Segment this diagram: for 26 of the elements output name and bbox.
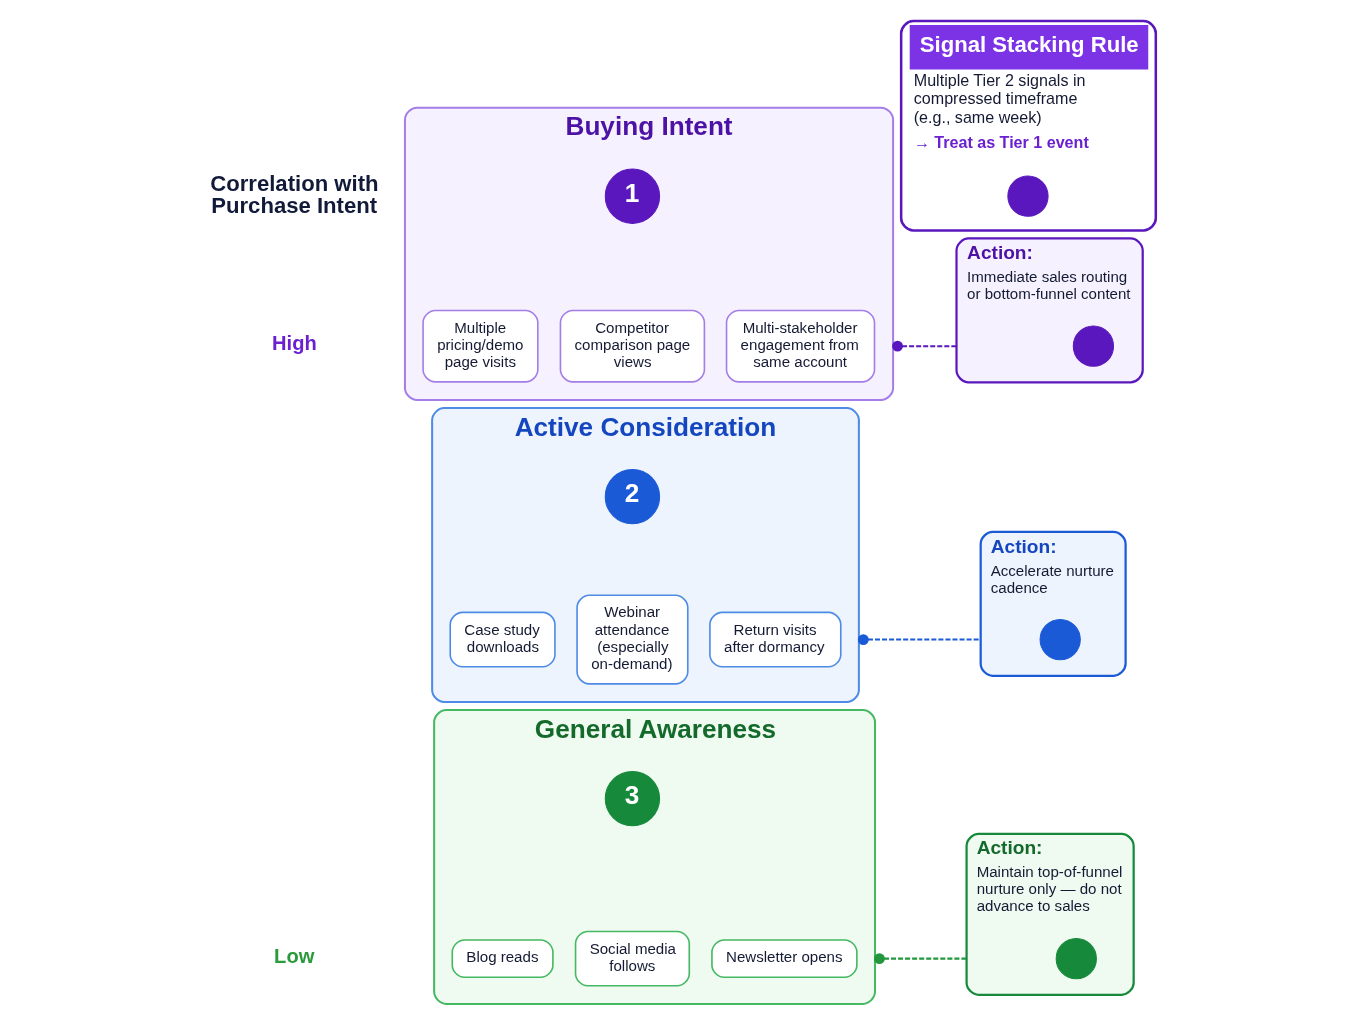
node-box: Multiple pricing/demo page visits	[421, 309, 539, 383]
node-box: Blog reads	[450, 938, 554, 978]
node-box: Return visits after dormancy	[708, 611, 842, 668]
node-box: Webinar attendance (especially on-demand)	[575, 593, 689, 685]
node-circle	[1055, 937, 1097, 979]
cluster: Action: Maintain top-of-funnel nurture only — do not advance to sales	[964, 832, 1135, 996]
node-circle	[1006, 175, 1049, 217]
cluster: Signal Stacking Rule Multiple Tier 2 signals in compressed timeframe (e.g., same week) → Treat as Tier 1 event	[899, 19, 1157, 232]
node-box: Social media follows	[574, 930, 690, 987]
node-circle	[1039, 618, 1081, 660]
label: Correlation with Purchase Intent	[209, 170, 379, 218]
node-box: Multi-stakeholder engagement from same account	[725, 309, 875, 383]
node-box: Case study downloads	[448, 611, 556, 668]
node-box: Competitor comparison page views	[559, 309, 705, 383]
node-box: Newsletter opens	[710, 938, 858, 978]
node-circle: 2	[604, 468, 660, 524]
connector	[857, 633, 981, 645]
node-circle: 3	[604, 770, 660, 826]
connector	[891, 340, 956, 352]
node-circle	[1072, 325, 1114, 367]
cluster: Action: Accelerate nurture cadence	[979, 530, 1127, 677]
label: Low	[273, 944, 314, 967]
cluster: Action: Immediate sales routing or bottom-funnel content	[954, 236, 1144, 383]
label: High	[271, 331, 317, 354]
node-circle: 1	[604, 168, 660, 224]
connector	[873, 952, 967, 964]
